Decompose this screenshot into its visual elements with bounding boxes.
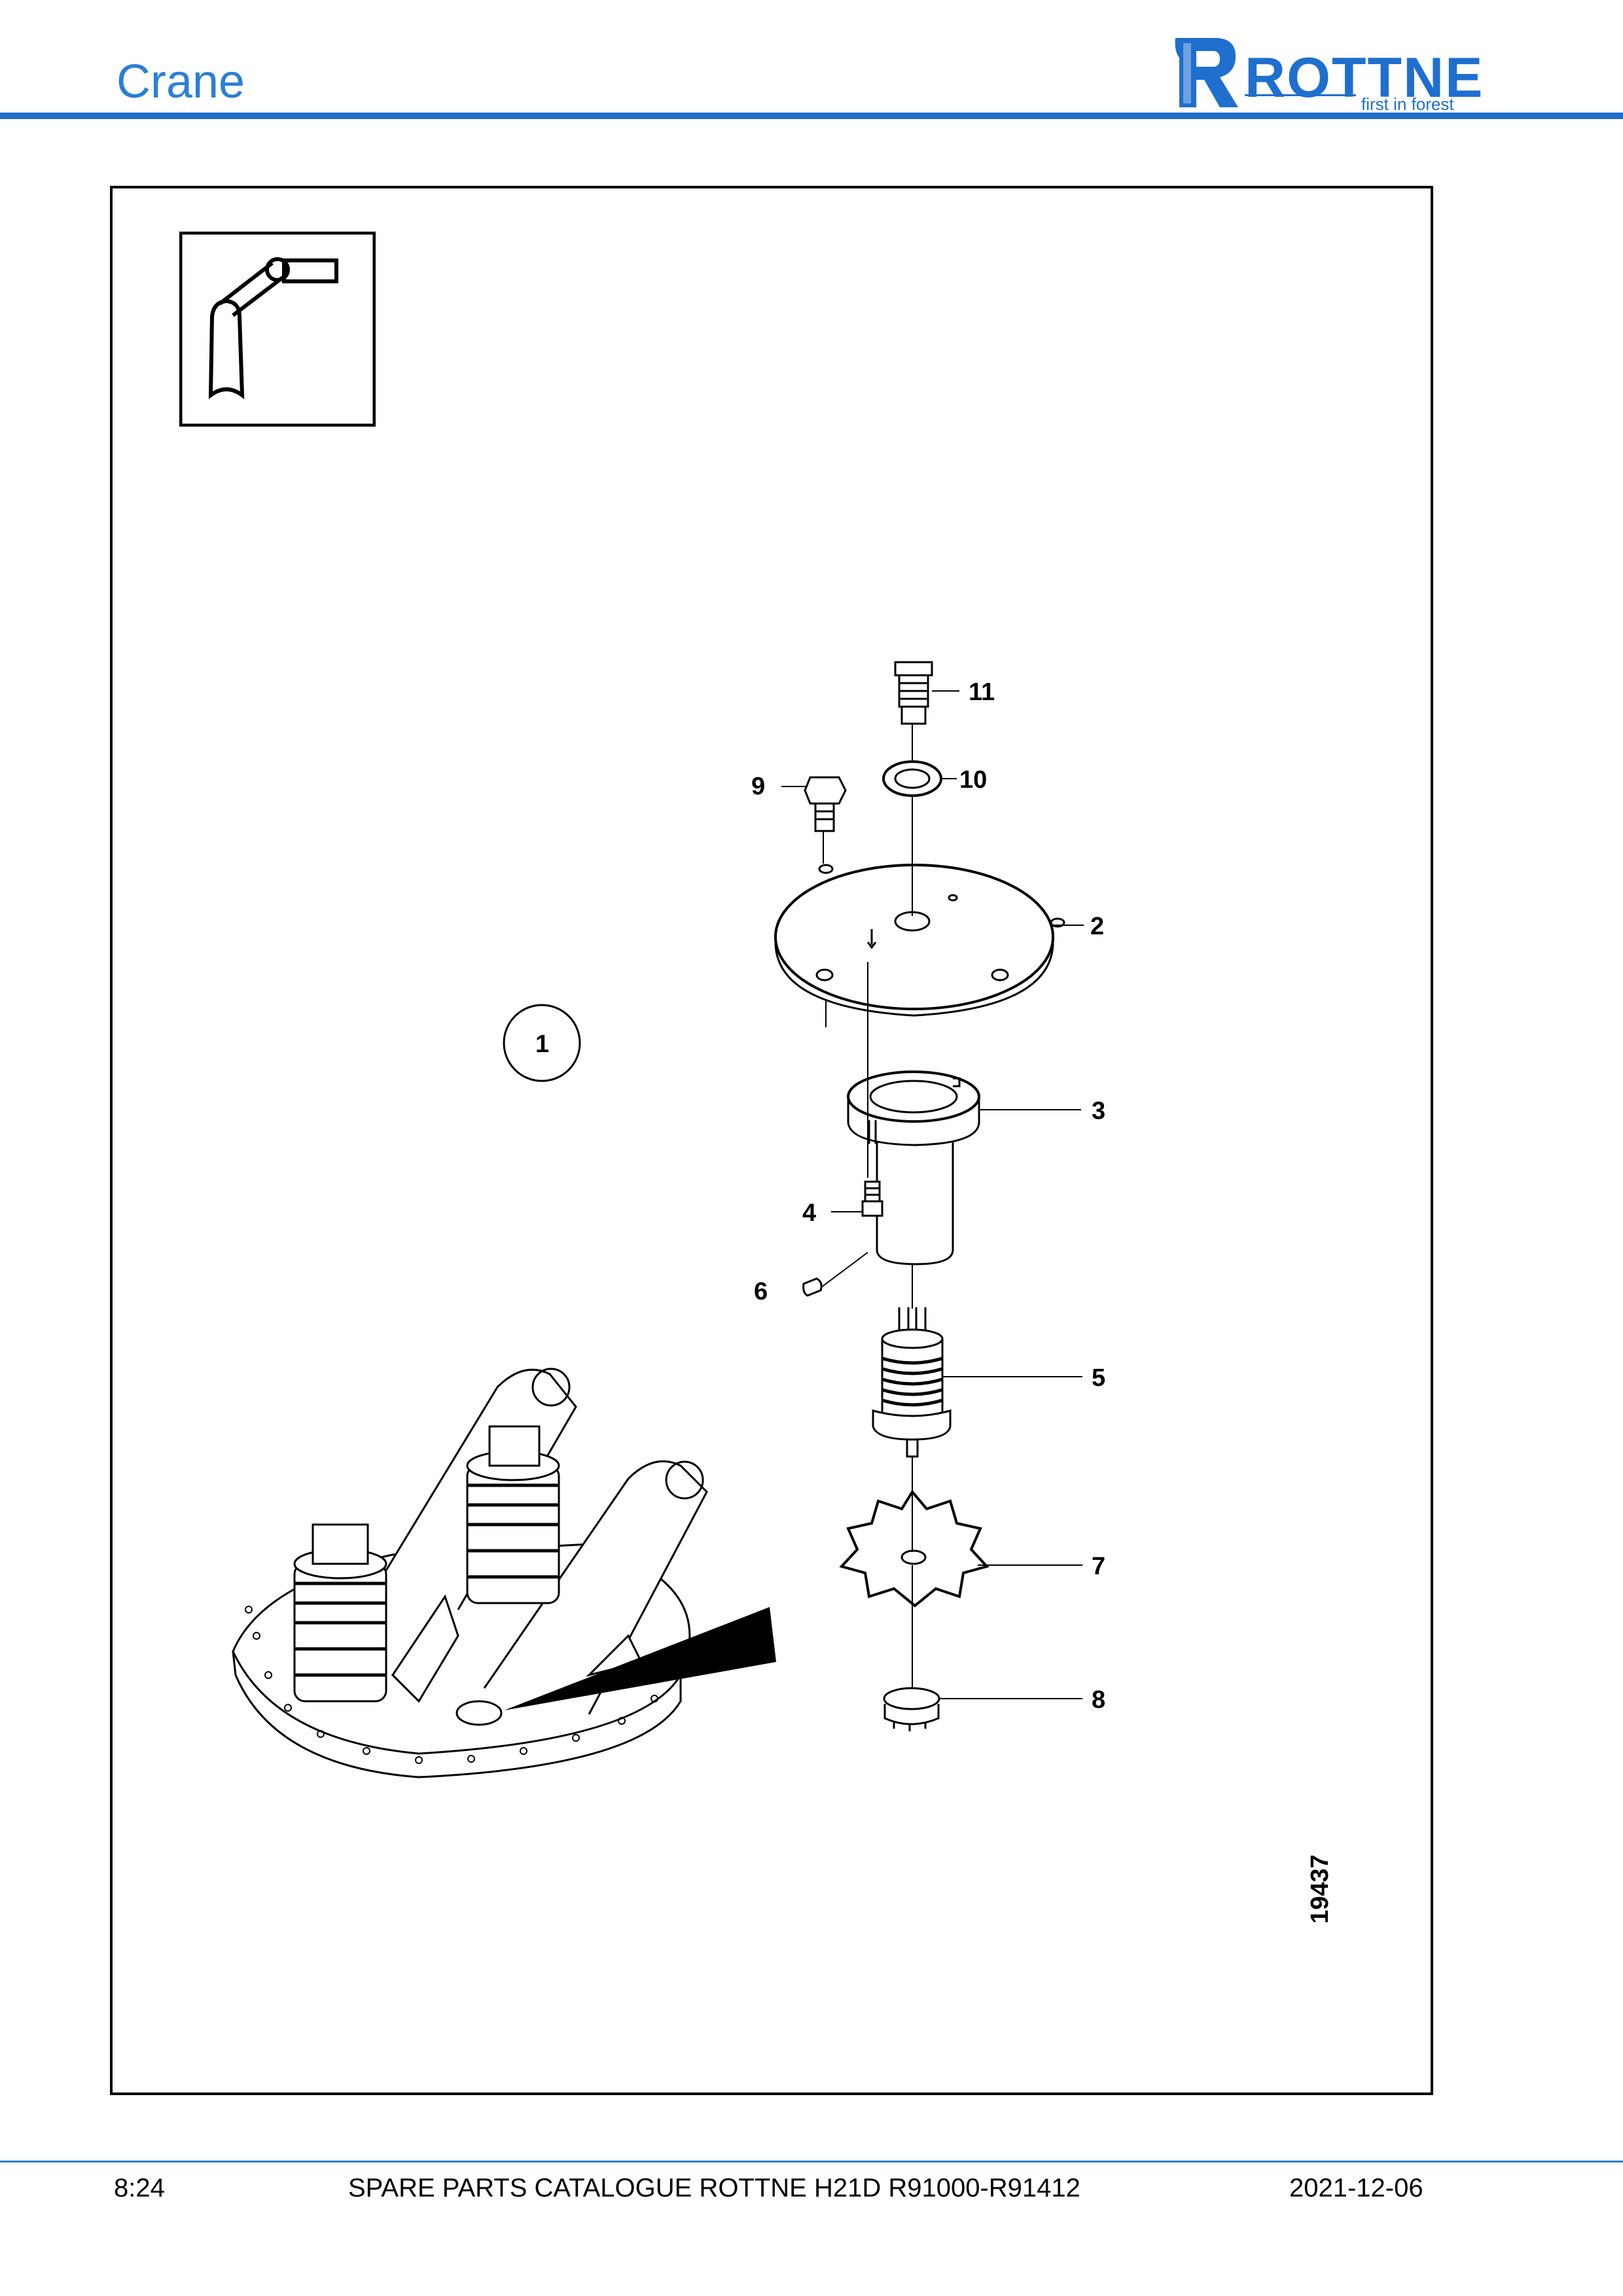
callout-11: 11: [969, 679, 995, 706]
brand-name: ROTTNE: [1245, 46, 1484, 109]
callout-8: 8: [1092, 1686, 1105, 1714]
catalogue-date: 2021-12-06: [1289, 2174, 1423, 2202]
callout-10: 10: [959, 766, 987, 794]
part-9-bolt: [804, 776, 847, 832]
part-2-cover-plate: [774, 864, 1065, 1017]
crane-icon: [179, 232, 376, 427]
part-11-fitting: [894, 661, 933, 725]
crane-base-overview: [232, 1368, 708, 1778]
callout-9: 9: [751, 773, 765, 800]
brand-logo: ROTTNE first in forest: [1171, 31, 1512, 116]
callout-6: 6: [754, 1278, 768, 1305]
callout-2: 2: [1090, 913, 1104, 940]
callout-5: 5: [1092, 1364, 1105, 1392]
diagram-frame: [110, 186, 1433, 2095]
brand-tagline: first in forest: [1361, 94, 1454, 114]
part-6-pin: [802, 1277, 823, 1297]
page-title: Crane: [116, 56, 245, 108]
part-8-cap: [883, 1687, 940, 1731]
brand-rule: [1245, 94, 1356, 96]
page-number: 8:24: [114, 2174, 165, 2202]
part-3-sleeve: [847, 1070, 980, 1265]
rottne-logo-icon: [1175, 38, 1238, 107]
part-5-swivel: [872, 1307, 952, 1458]
detail-pointer-arrow: [504, 1607, 776, 1710]
callout-4: 4: [802, 1199, 816, 1227]
callout-3: 3: [1092, 1097, 1105, 1125]
footer-divider: [0, 2161, 1623, 2163]
drawing-number: 19437: [1306, 1854, 1334, 1924]
group-number-marker: [503, 1004, 581, 1082]
part-10-washer: [882, 760, 942, 797]
header-divider: [0, 113, 1623, 119]
group-number: 1: [535, 1031, 549, 1058]
part-7-star: [839, 1489, 990, 1608]
callout-7: 7: [1092, 1553, 1105, 1580]
part-4-screw: [861, 1180, 883, 1217]
catalogue-title: SPARE PARTS CATALOGUE ROTTNE H21D R91000…: [348, 2174, 1080, 2202]
